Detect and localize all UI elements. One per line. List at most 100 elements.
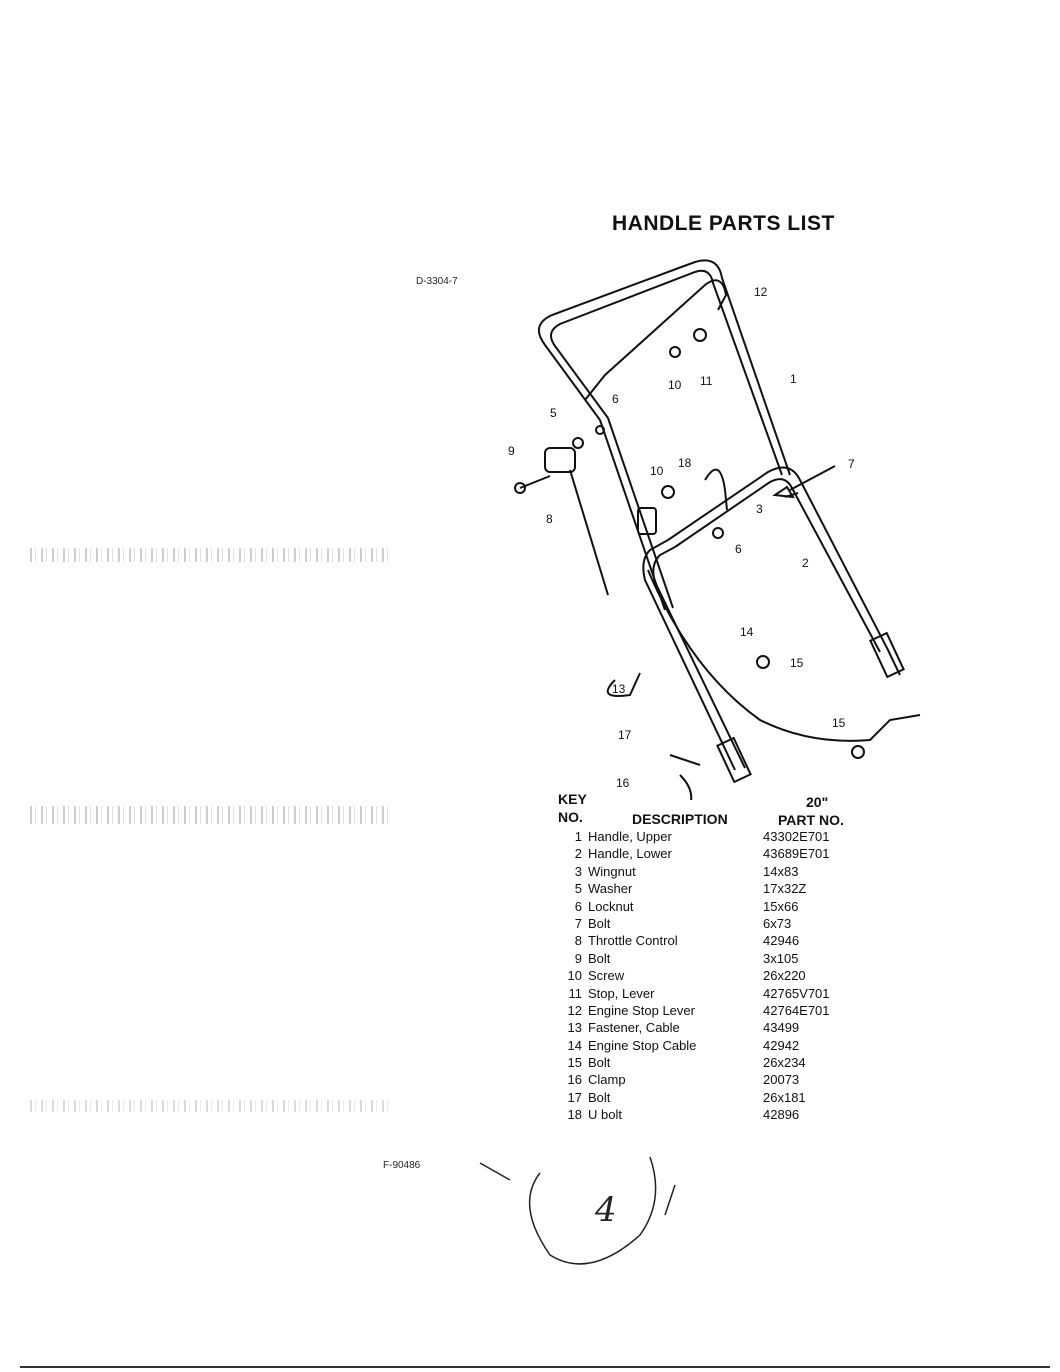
description: Stop, Lever (588, 985, 655, 1001)
table-row: 13 Fastener, Cable 43499 (556, 1019, 876, 1036)
part-no: 43302E701 (763, 829, 830, 844)
description: Bolt (588, 1055, 611, 1071)
description: Bolt (588, 915, 611, 931)
callout-2: 2 (802, 556, 809, 570)
page-title: HANDLE PARTS LIST (612, 212, 835, 235)
description: Throttle Control (588, 933, 678, 949)
engine-stop-lever (584, 279, 728, 401)
description: Engine Stop Lever (588, 1002, 695, 1018)
callout-15: 15 (790, 656, 804, 670)
table-row: 3 Wingnut 14x83 (556, 863, 876, 880)
table-row: 2 Handle, Lower 43689E701 (556, 845, 876, 862)
key-no: 1 (574, 829, 582, 844)
description: Wingnut (588, 863, 636, 879)
part-no: 26x181 (763, 1089, 806, 1105)
table-row: 17 Bolt 26x181 (556, 1089, 876, 1106)
part-no: 17x32Z (763, 881, 807, 897)
description: Locknut (588, 898, 634, 914)
key-no: 12 (567, 1002, 582, 1018)
table-row: 18 U bolt 42896 (556, 1106, 876, 1123)
key-no: 3 (574, 863, 582, 879)
col-part-line1: 20" (806, 794, 829, 810)
cable-fastener (606, 672, 641, 697)
key-no: 17 (567, 1089, 582, 1105)
key-no: 6 (574, 898, 582, 914)
key-no: 9 (574, 950, 582, 966)
callout-8: 8 (546, 512, 553, 526)
description: Bolt (588, 1089, 611, 1105)
key-no: 5 (574, 881, 582, 897)
description: U bolt (588, 1107, 622, 1123)
description: Handle, Lower (588, 846, 672, 862)
description: Bolt (588, 950, 611, 966)
lower-handle-right (667, 466, 901, 676)
handle-exploded-diagram (514, 259, 921, 800)
scan-noise (30, 548, 390, 562)
key-no: 10 (567, 968, 582, 984)
part-no: 42764E701 (763, 1002, 830, 1018)
callout-10b: 10 (650, 464, 664, 478)
key-no: 18 (567, 1107, 582, 1123)
part-no: 26x220 (763, 968, 806, 984)
throttle-control-rod (569, 469, 609, 596)
key-no: 13 (567, 1020, 582, 1036)
part-no: 43499 (763, 1020, 800, 1036)
description: Clamp (588, 1072, 626, 1088)
callout-7: 7 (848, 457, 855, 471)
table-row: 1 Handle, Upper 43302E701 (556, 828, 876, 845)
callout-12: 12 (754, 285, 768, 299)
col-part-line2: PART NO. (778, 812, 844, 828)
part-no: 43689E701 (763, 846, 830, 862)
description: Handle, Upper (588, 829, 672, 844)
wingnut (772, 485, 795, 499)
callout-16: 16 (616, 776, 630, 790)
engine-stop-cable (647, 569, 921, 742)
upper-handle-inner (550, 269, 783, 476)
callout-10: 10 (668, 378, 682, 392)
part-no: 26x234 (763, 1055, 806, 1071)
key-no: 11 (568, 985, 583, 1001)
col-key-line1: KEY (558, 791, 587, 807)
part-no: 15x66 (763, 898, 799, 914)
callout-17: 17 (618, 728, 632, 742)
callout-11: 11 (700, 374, 713, 388)
part-no: 42896 (763, 1107, 800, 1123)
part-no: 42942 (763, 1037, 800, 1053)
callout-14: 14 (740, 625, 754, 639)
table-row: 6 Locknut 15x66 (556, 898, 876, 915)
table-row: 14 Engine Stop Cable 42942 (556, 1037, 876, 1054)
part-no: 42946 (763, 933, 800, 949)
diagram-code: D-3304-7 (416, 276, 458, 287)
callout-5: 5 (550, 406, 557, 420)
table-row: 10 Screw 26x220 (556, 967, 876, 984)
callout-15b: 15 (832, 716, 846, 730)
key-no: 7 (574, 915, 582, 931)
description: Screw (588, 968, 625, 984)
parts-table: 1 Handle, Upper 43302E701 2 Handle, Lower 43… (556, 828, 876, 1124)
part-no: 6x73 (763, 915, 792, 931)
page-bottom-border (20, 1366, 1050, 1368)
part-no: 20073 (763, 1072, 800, 1088)
throttle-control-body (544, 447, 576, 473)
lower-handle-left (642, 539, 736, 771)
handwritten-mark: 4 (595, 1190, 617, 1230)
key-no: 14 (567, 1037, 582, 1053)
part-no: 14x83 (763, 863, 799, 879)
scan-noise (30, 1100, 390, 1112)
part-no: 42765V701 (763, 985, 830, 1001)
part-no: 3x105 (763, 950, 799, 966)
figure-code: F-90486 (383, 1160, 421, 1171)
description: Fastener, Cable (588, 1020, 680, 1036)
table-row: 7 Bolt 6x73 (556, 915, 876, 932)
u-bolt (704, 468, 728, 511)
callout-18: 18 (678, 456, 692, 470)
key-no: 2 (574, 846, 582, 862)
callout-3: 3 (756, 502, 763, 516)
description: Engine Stop Cable (588, 1037, 697, 1053)
table-row: 11 Stop, Lever 42765V701 (556, 985, 876, 1002)
callout-9: 9 (508, 444, 515, 458)
callout-6: 6 (612, 392, 619, 406)
